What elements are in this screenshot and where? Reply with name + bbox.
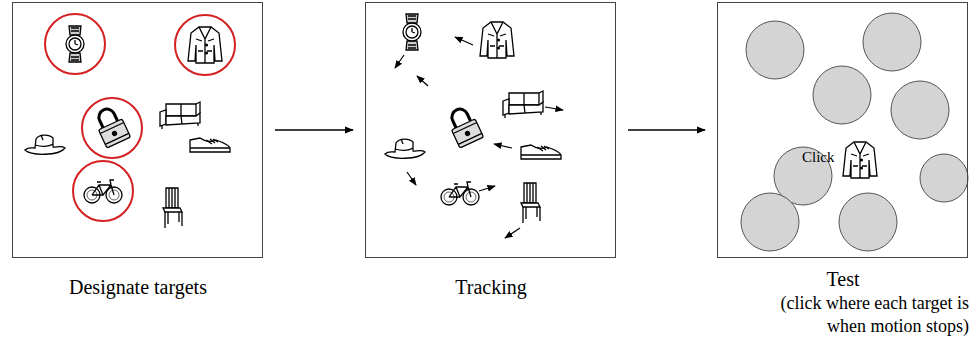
stimulus-panel: Test(click where each target is when mot… <box>717 2 968 258</box>
flow-arrow <box>628 129 705 131</box>
panel-caption: Test <box>783 267 903 292</box>
panel-caption: Designate targets <box>23 275 253 300</box>
stimulus-panel: Tracking <box>365 2 616 258</box>
panel-caption: Tracking <box>376 275 606 300</box>
panel-caption: (click where each target is when motion … <box>737 292 969 337</box>
click-label: Click <box>802 149 835 166</box>
stimulus-panel: Designate targets <box>12 2 263 258</box>
flow-arrow <box>275 129 353 131</box>
